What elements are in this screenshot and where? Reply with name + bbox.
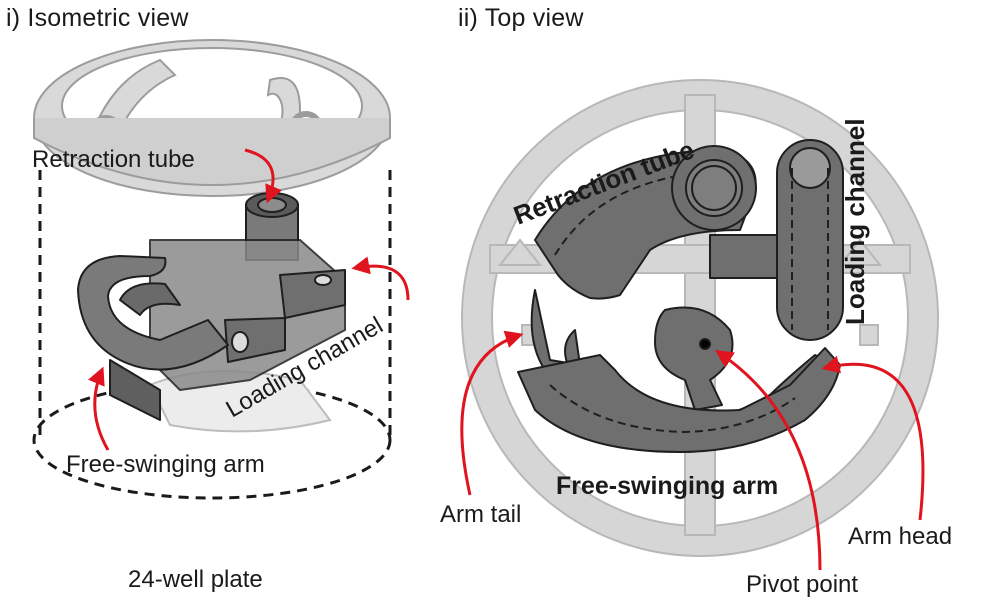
isometric-illustration: Retraction tube Loading channel Free-swi… <box>32 39 410 593</box>
arm-head-arrow <box>821 355 925 521</box>
free-swinging-arm-label-iso: Free-swinging arm <box>66 451 265 478</box>
arm-tail-arrow <box>460 330 524 496</box>
free-swinging-arm-arrow-iso <box>88 366 110 451</box>
top-view-illustration: Retraction tube Loading channel Free-swi… <box>440 79 952 598</box>
retraction-tube-arrow-iso <box>244 148 282 204</box>
top-view-arrows <box>460 330 925 571</box>
iso-arrows <box>88 148 410 451</box>
free-swinging-arm-label-top: Free-swinging arm <box>556 472 778 500</box>
top-view-panel: ii) Top view <box>440 0 986 612</box>
isometric-view-panel: i) Isometric view <box>0 0 440 612</box>
loading-channel-label-top: Loading channel <box>840 118 870 325</box>
arm-tail-label: Arm tail <box>440 501 521 528</box>
pivot-point-arrow <box>715 350 822 571</box>
well-outline <box>32 170 392 500</box>
retraction-tube-label-iso: Retraction tube <box>32 146 195 173</box>
isometric-view-heading: i) Isometric view <box>6 4 189 32</box>
device-body-iso <box>77 239 346 421</box>
well-plate-label: 24-well plate <box>128 566 263 593</box>
arm-head-label: Arm head <box>848 523 952 550</box>
top-ring <box>33 39 391 197</box>
device-top <box>517 139 844 453</box>
loading-channel-arrow-iso <box>351 256 410 301</box>
pivot-point-label: Pivot point <box>746 571 858 598</box>
top-view-heading: ii) Top view <box>458 4 584 32</box>
